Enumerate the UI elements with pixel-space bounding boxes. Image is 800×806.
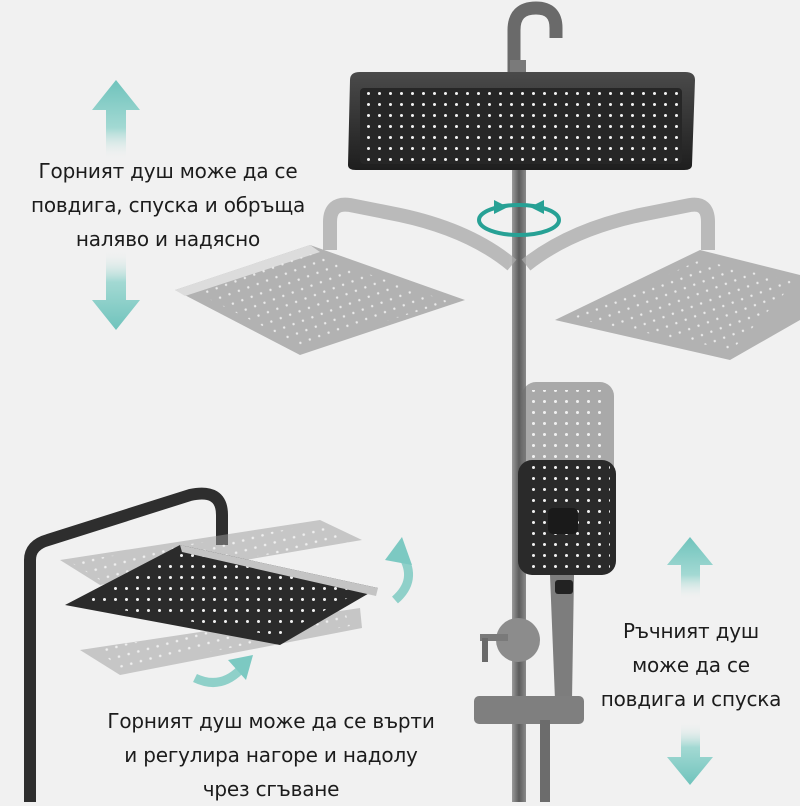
tilt-shower-caption: Горният душ може да се върти и регулира … — [75, 704, 467, 806]
left-swivel-shower-head — [175, 197, 517, 355]
rotate-left-right-icon — [477, 200, 561, 237]
top-shower-caption: Горният душ може да се повдига, спуска и… — [8, 154, 328, 256]
right-swivel-shower-head — [521, 197, 800, 360]
curved-tilt-arrow-icon — [193, 537, 414, 687]
up-down-arrow-icon — [92, 80, 140, 330]
tilt-shower-assembly — [24, 487, 378, 802]
caption-line: Горният душ може да се върти — [107, 709, 435, 733]
caption-line: чрез сгъване — [202, 777, 340, 801]
up-down-arrow-icon — [667, 537, 713, 785]
caption-line: Горният душ може да се — [38, 159, 298, 183]
caption-line: повдига, спуска и обръща — [30, 193, 306, 217]
caption-line: може да се — [632, 653, 750, 677]
top-shower-head — [348, 72, 695, 170]
hand-shower-caption: Ръчният душ може да се повдига и спуска — [585, 614, 797, 716]
hand-shower — [518, 460, 616, 700]
caption-line: повдига и спуска — [600, 687, 782, 711]
valve-bracket — [474, 618, 584, 802]
caption-line: и регулира нагоре и надолу — [124, 743, 418, 767]
caption-line: Ръчният душ — [623, 619, 759, 643]
caption-line: наляво и надясно — [75, 227, 261, 251]
